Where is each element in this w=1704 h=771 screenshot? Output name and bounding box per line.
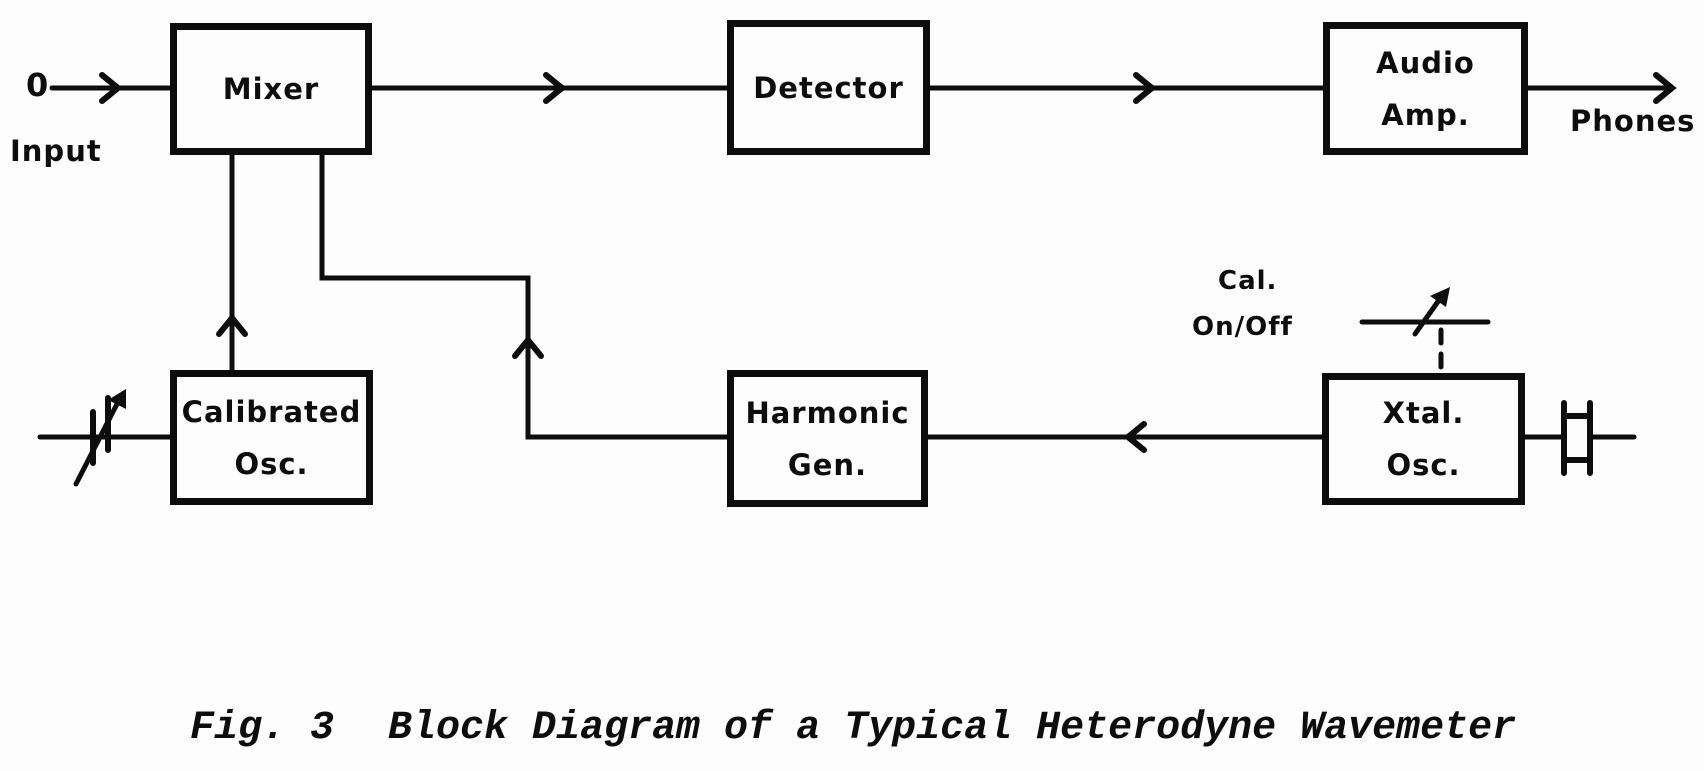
calibrated-osc-block: Calibrated Osc. [170, 370, 373, 505]
xtal-osc-label-line1: Xtal. [1382, 396, 1465, 430]
arrow-tip-icon [1430, 287, 1450, 307]
crystal-icon [1561, 400, 1593, 476]
xtal-osc-block: Xtal. Osc. [1322, 373, 1525, 505]
arrow-up-icon [512, 335, 544, 359]
harmonic-gen-label-line1: Harmonic [745, 395, 910, 430]
arrow-right-icon [1653, 72, 1677, 104]
arrow-tip-icon [108, 389, 126, 409]
calibrated-osc-label-line2: Osc. [234, 446, 309, 481]
arrow-right-icon [543, 72, 567, 104]
figure-number: Fig. 3 [190, 706, 335, 751]
input-terminal: 0 [26, 66, 49, 104]
cal-switch-label-line2: On/Off [1192, 312, 1293, 342]
mixer-label: Mixer [222, 72, 320, 106]
phones-label: Phones [1570, 104, 1696, 138]
calibrated-osc-label-line1: Calibrated [181, 394, 362, 429]
audio-amp-block: Audio Amp. [1323, 22, 1528, 155]
input-label: Input [10, 134, 102, 168]
variable-capacitor-arrow [73, 399, 121, 487]
cal-switch-label-line1: Cal. [1218, 266, 1278, 296]
figure-caption: Block Diagram of a Typical Heterodyne Wa… [388, 706, 1517, 751]
detector-label: Detector [753, 70, 904, 105]
detector-block: Detector [727, 20, 930, 155]
audio-amp-label-line1: Audio [1376, 45, 1475, 80]
arrow-up-icon [216, 313, 248, 337]
arrow-left-icon [1123, 421, 1147, 453]
harmonic-gen-label-line2: Gen. [787, 447, 868, 482]
arrow-right-icon [99, 72, 123, 104]
mixer-block: Mixer [170, 23, 372, 155]
harmgen-mixer-wire [319, 152, 730, 440]
audio-amp-label-line2: Amp. [1381, 97, 1470, 132]
harmonic-gen-block: Harmonic Gen. [727, 370, 928, 507]
arrow-right-icon [1133, 72, 1157, 104]
xtal-osc-label-line2: Osc. [1386, 448, 1461, 482]
